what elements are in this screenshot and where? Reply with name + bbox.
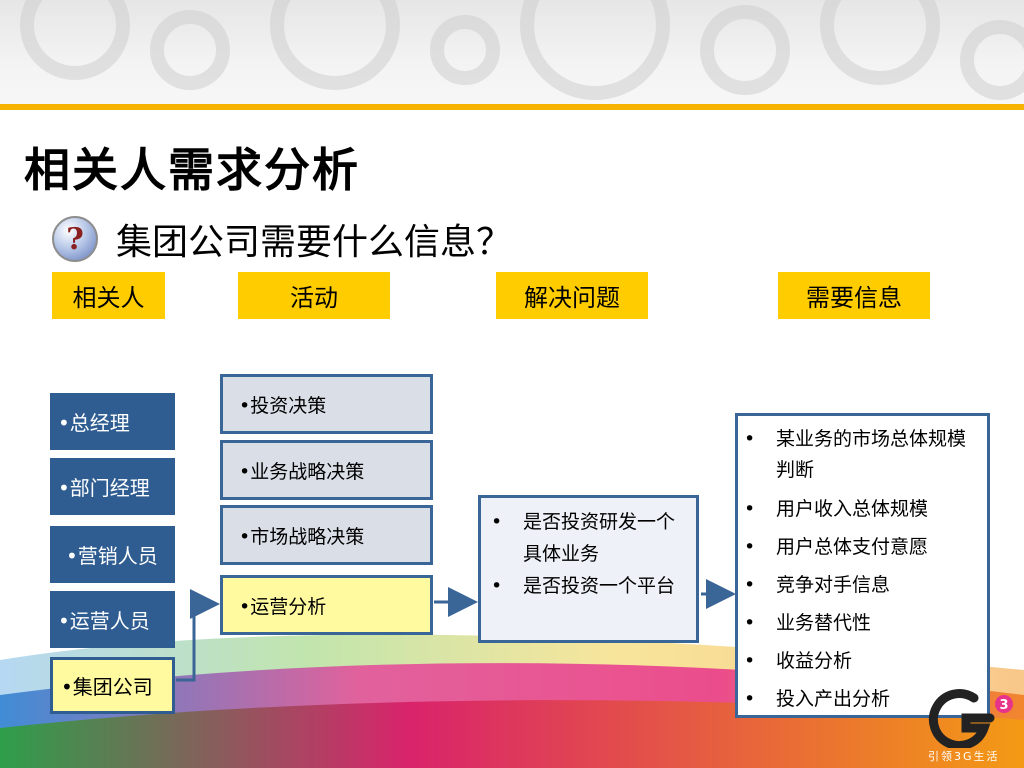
question-row: ? 集团公司需要什么信息？: [52, 214, 512, 264]
stakeholder-department-manager: •部门经理: [50, 458, 175, 515]
info-item: • 用户总体支付意愿: [744, 536, 929, 558]
info-item: • 投入产出分析: [744, 688, 891, 710]
problems-box: • 是否投资研发一个具体业务 • 是否投资一个平台: [478, 495, 699, 643]
stakeholder-general-manager: •总经理: [50, 393, 175, 450]
stakeholder-group-company: •集团公司: [50, 657, 175, 714]
header-problems: 解决问题: [496, 272, 648, 319]
info-needed-box: • 某业务的市场总体规模判断 • 用户收入总体规模 • 用户总体支付意愿 • 竞…: [735, 413, 990, 718]
slide-title: 相关人需求分析: [24, 143, 360, 197]
svg-text:3: 3: [999, 698, 1008, 713]
info-item: • 竞争对手信息: [744, 574, 891, 596]
header-decoration: [0, 0, 1024, 105]
activity-business-strategy: •业务战略决策: [220, 440, 433, 500]
info-item: • 某业务的市场总体规模判断: [744, 428, 967, 481]
header-info: 需要信息: [778, 272, 930, 319]
activity-investment-decision: •投资决策: [220, 374, 433, 434]
activity-operations-analysis: •运营分析: [220, 575, 433, 635]
g3-logo-icon: 3: [929, 689, 1013, 750]
problem-item: • 是否投资一个平台: [491, 575, 676, 597]
info-item: • 收益分析: [744, 650, 853, 672]
info-item: • 业务替代性: [744, 612, 872, 634]
question-icon: ?: [52, 216, 98, 262]
activity-market-strategy: •市场战略决策: [220, 505, 433, 565]
stakeholder-marketing-staff: •营销人员: [50, 526, 175, 583]
problem-item: • 是否投资研发一个具体业务: [491, 511, 676, 565]
header-stakeholders: 相关人: [52, 272, 165, 319]
stakeholder-operations-staff: •运营人员: [50, 591, 175, 648]
header-divider: [0, 104, 1024, 110]
info-item: • 用户收入总体规模: [744, 498, 929, 520]
brand-slogan: 引领3G生活: [928, 750, 1000, 763]
question-text: 集团公司需要什么信息？: [116, 222, 513, 263]
brand-logo: 3: [922, 686, 1022, 766]
header-activities: 活动: [238, 272, 390, 319]
